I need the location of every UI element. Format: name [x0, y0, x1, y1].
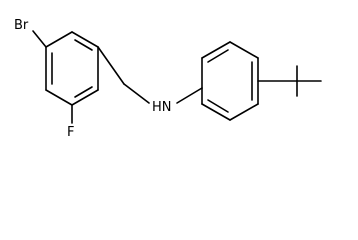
ring-bond: [201, 41, 231, 59]
ring-double-bond: [207, 99, 229, 113]
bromine-bond: [32, 30, 47, 48]
nitrogen-aryl-bond: [176, 87, 203, 104]
methylene-bond: [97, 46, 125, 85]
ring-bond: [229, 103, 259, 121]
ring-bond: [229, 41, 259, 59]
ring-double-bond: [207, 49, 229, 63]
ring-bond: [71, 31, 99, 48]
structure-diagram: Br F HN: [14, 18, 322, 140]
bromine-label: Br: [14, 18, 29, 33]
tert-butyl-group: [257, 65, 322, 97]
ring-double-bond: [74, 86, 93, 98]
ring-bond: [201, 103, 231, 121]
fluorine-label: F: [67, 125, 74, 140]
right-benzene-ring: [201, 41, 259, 121]
left-benzene-ring: [45, 31, 99, 106]
ring-double-bond: [74, 39, 93, 51]
ring-bond: [45, 31, 73, 48]
amine-label: HN: [152, 100, 172, 115]
ring-bond: [71, 89, 99, 106]
ring-bond: [45, 89, 73, 106]
methylene-nitrogen-bond: [123, 83, 150, 104]
